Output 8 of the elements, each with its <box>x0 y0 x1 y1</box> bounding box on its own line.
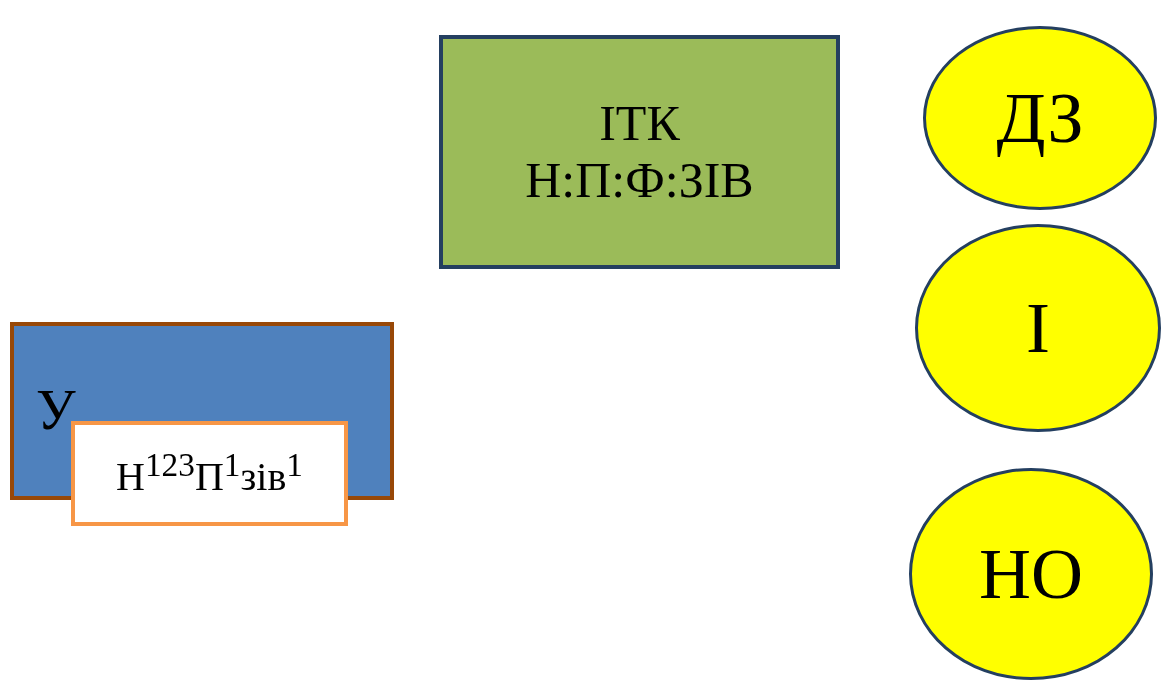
node-label: Н:П:Ф:ЗІВ <box>525 152 754 210</box>
node-label: НО <box>979 532 1083 616</box>
node-label: І <box>1026 286 1050 370</box>
node-label: Н$^{123}$П$^{1}$зів$^{1}$ <box>116 446 303 501</box>
node-label: ІТК <box>599 94 680 152</box>
process-box <box>439 35 840 269</box>
node-label: У <box>36 378 76 443</box>
node-label: ДЗ <box>996 76 1084 160</box>
